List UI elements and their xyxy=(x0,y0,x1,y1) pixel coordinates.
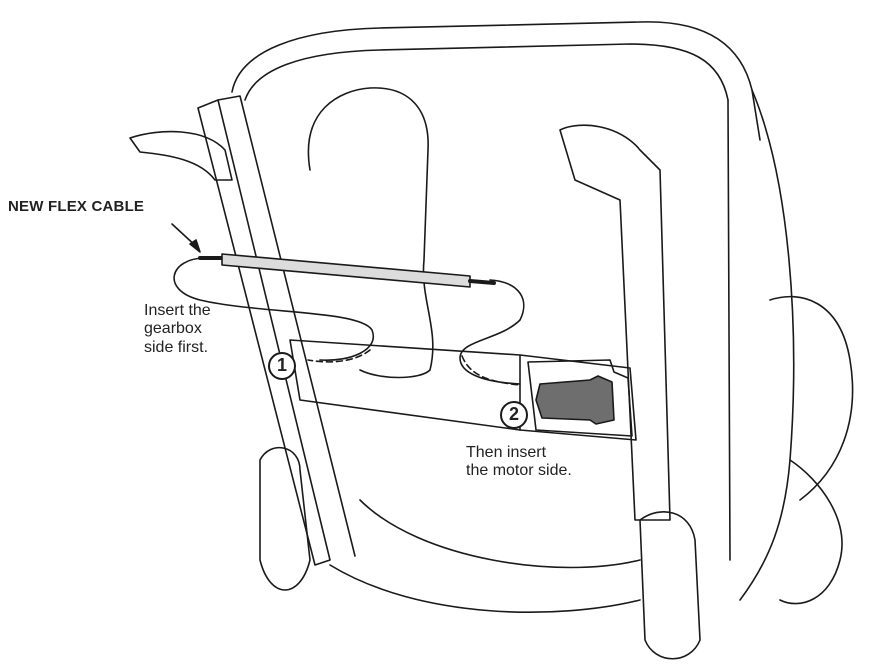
step1-line3: side first. xyxy=(144,338,209,356)
callout-2: 2 xyxy=(508,404,519,424)
step2-line1: Then insert xyxy=(466,444,547,461)
step2-line2: the motor side. xyxy=(466,462,572,480)
new-flex-cable-label: NEW FLEX CABLE xyxy=(8,198,145,215)
step1-line2: gearbox xyxy=(144,320,202,338)
step2-instruction: Then insert the motor side. xyxy=(466,444,572,481)
step1-instruction: Insert the gearbox side first. xyxy=(144,302,211,357)
callout-1: 1 xyxy=(276,355,287,375)
step1-line1: Insert the xyxy=(144,302,211,319)
